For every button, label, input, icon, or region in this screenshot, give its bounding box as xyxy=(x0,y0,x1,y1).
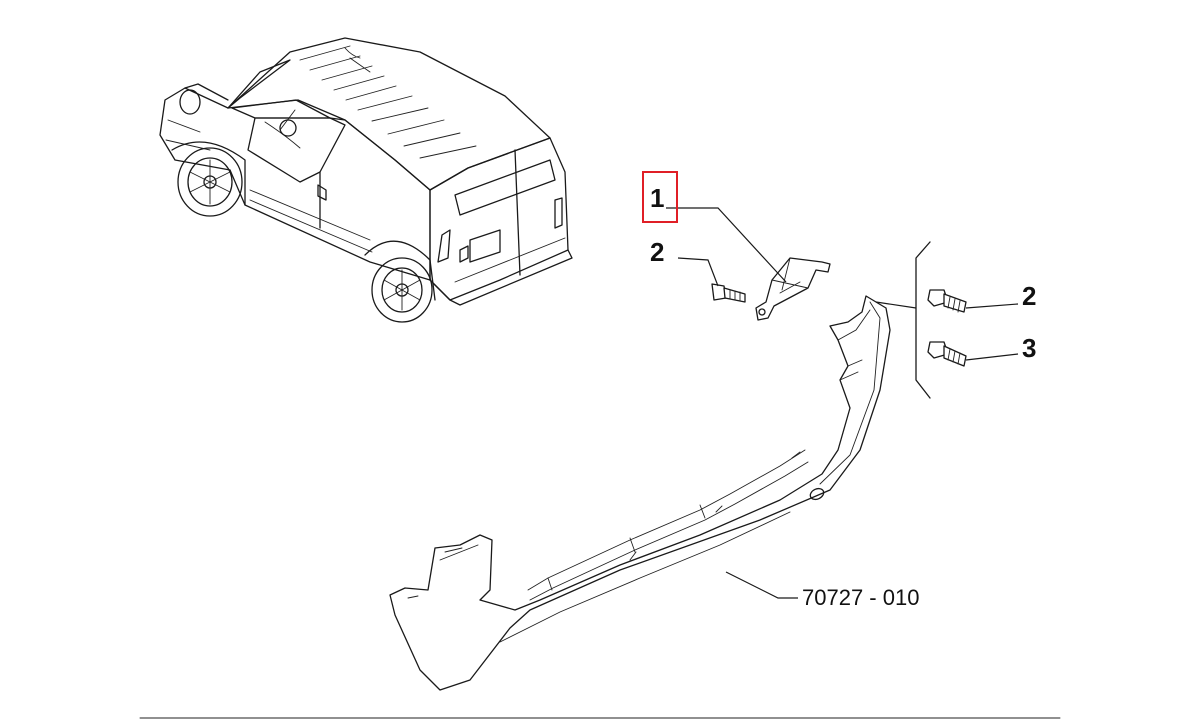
selected-callout-highlight xyxy=(642,171,678,223)
bumper-screw-lower xyxy=(927,341,967,367)
part-number-label[interactable]: 70727 - 010 xyxy=(802,585,919,610)
grouping-brace xyxy=(915,241,931,399)
van-illustration xyxy=(159,37,573,323)
bracket-screw xyxy=(711,283,746,303)
leader-bumper-screw-upper xyxy=(965,303,1019,309)
leader-bracket xyxy=(666,207,787,283)
leader-part-number xyxy=(725,571,798,599)
callout-bracket-screw[interactable]: 2 xyxy=(650,237,664,267)
leader-bumper-to-brace xyxy=(875,301,917,309)
rear-bumper xyxy=(389,295,891,691)
bumper-screw-upper xyxy=(927,289,967,313)
callout-bumper-screw-upper[interactable]: 2 xyxy=(1022,281,1036,311)
callout-bumper-screw-lower[interactable]: 3 xyxy=(1022,333,1036,363)
bracket-part xyxy=(755,257,831,321)
leader-bracket-screw xyxy=(677,257,719,287)
leader-bumper-screw-lower xyxy=(965,353,1019,361)
callout-bracket[interactable]: 1 xyxy=(650,183,664,213)
